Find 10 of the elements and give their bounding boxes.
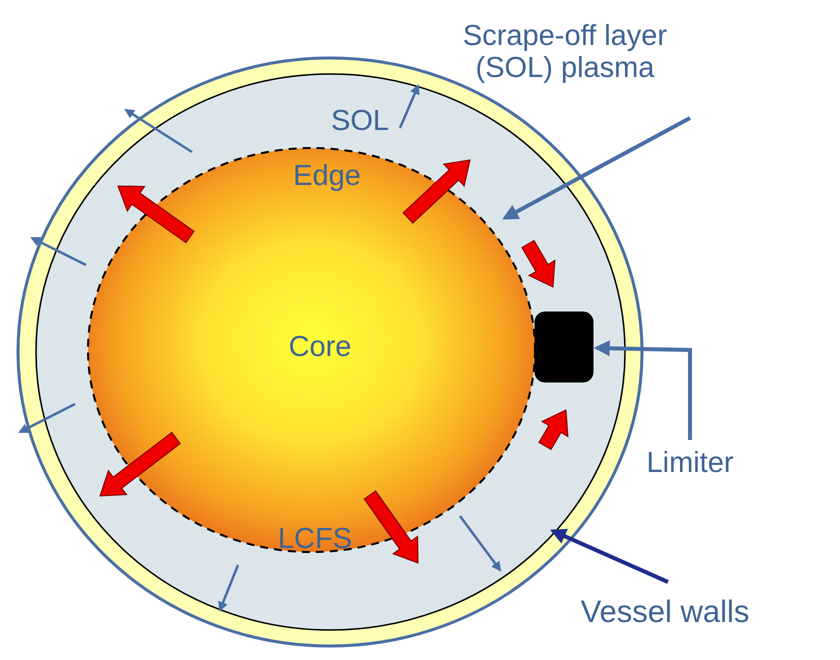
callout-text: Vessel walls xyxy=(580,594,750,630)
leader-arrow xyxy=(550,528,669,584)
region-label: SOL xyxy=(330,106,390,138)
region-label: Core xyxy=(288,332,352,364)
callout-text: Limiter xyxy=(646,448,734,480)
callout-text: Scrape-off layer (SOL) plasma xyxy=(462,21,668,85)
leader-arrow xyxy=(502,116,691,220)
region-label: Edge xyxy=(293,161,361,193)
leader-arrow xyxy=(594,340,692,440)
boundary-label: LCFS xyxy=(278,524,352,556)
